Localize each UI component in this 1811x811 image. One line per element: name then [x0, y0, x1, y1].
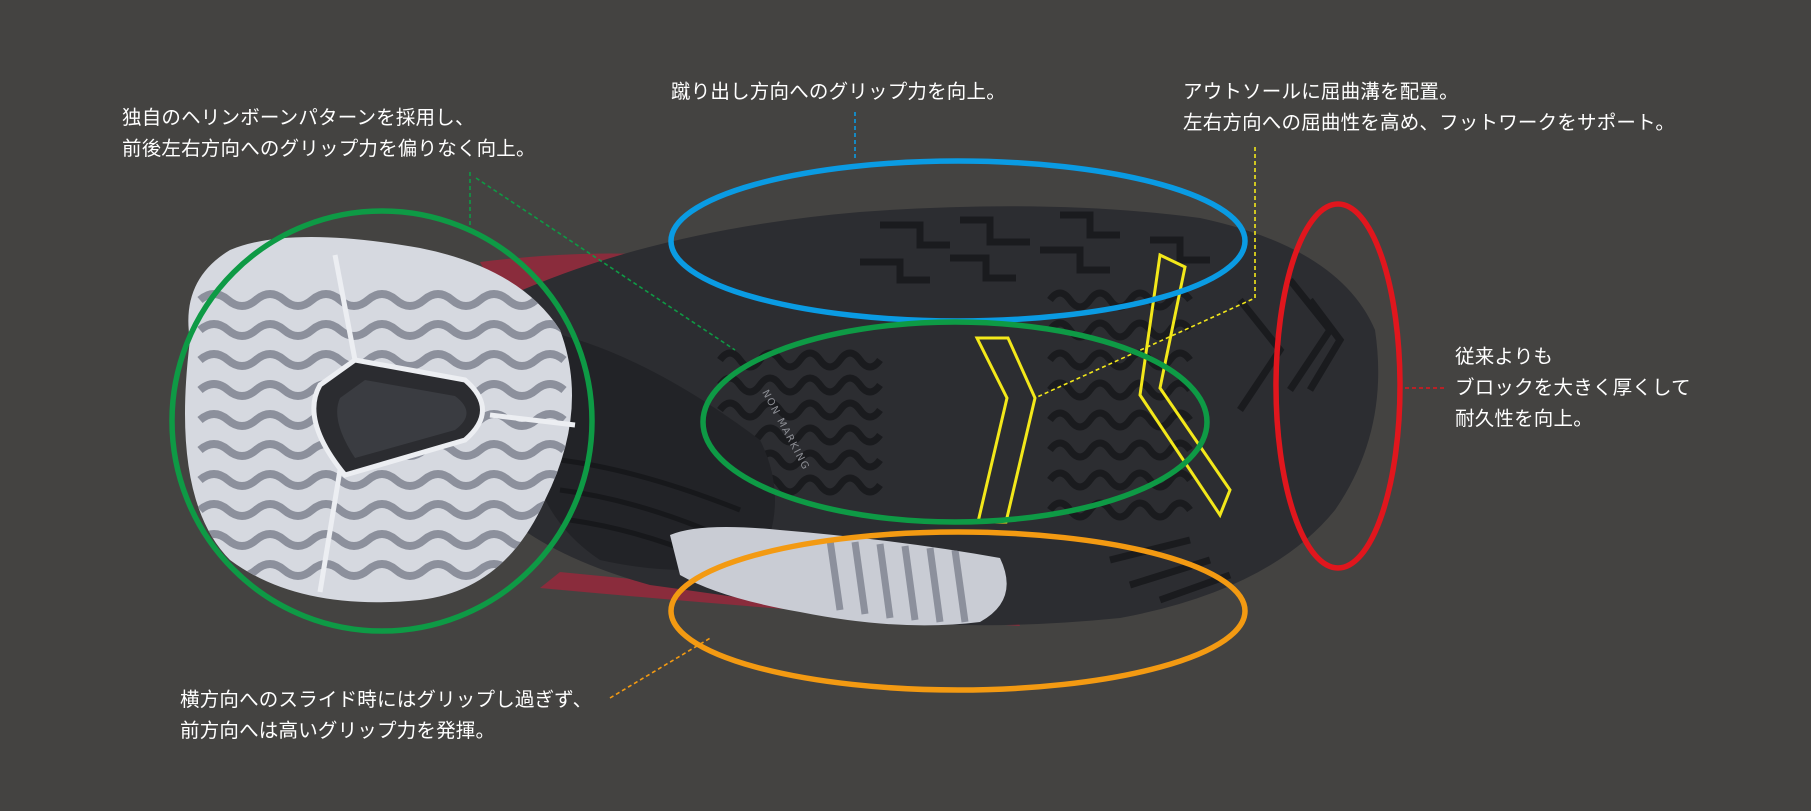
orange-ellipse — [668, 529, 1248, 693]
caption-line: 横方向へのスライド時にはグリップし過ぎず、 — [180, 688, 593, 711]
heel-center-pod-inner — [337, 380, 467, 458]
caption-line: ブロックを大きく厚くして — [1455, 376, 1691, 399]
leader-line-flex — [1034, 147, 1256, 399]
caption-line: 従来よりも — [1455, 345, 1554, 368]
leader-lines — [469, 112, 1445, 699]
leader-line-slide — [609, 636, 713, 699]
caption-slide: 横方向へのスライド時にはグリップし過ぎず、 前方向へは高いグリップ力を発揮。 — [180, 684, 592, 746]
caption-line: アウトソールに屈曲溝を配置。 — [1183, 80, 1459, 103]
caption-line: 独自のヘリンボーンパターンを採用し、 — [122, 106, 475, 129]
medial-pad-tread — [826, 539, 969, 623]
caption-line: 前後左右方向へのグリップ力を偏りなく向上。 — [122, 137, 536, 160]
caption-line: 蹴り出し方向へのグリップ力を向上。 — [671, 80, 1006, 103]
caption-line: 左右方向への屈曲性を高め、フットワークをサポート。 — [1183, 111, 1676, 134]
green-ellipse — [169, 208, 595, 634]
caption-herringbone: 独自のヘリンボーンパターンを採用し、 前後左右方向へのグリップ力を偏りなく向上。 — [122, 102, 536, 164]
heel-dividers — [317, 254, 576, 593]
caption-durability: 従来よりも ブロックを大きく厚くして 耐久性を向上。 — [1455, 341, 1691, 434]
red-ellipse — [1273, 201, 1403, 571]
leader-line-herringbone — [469, 172, 736, 351]
green-ellipse — [700, 319, 1210, 525]
flex-groove-outline — [1138, 252, 1232, 519]
caption-line: 耐久性を向上。 — [1455, 407, 1593, 430]
heel-tread — [197, 290, 567, 580]
caption-line: 前方向へは高いグリップ力を発揮。 — [180, 719, 496, 742]
caption-flex-groove: アウトソールに屈曲溝を配置。 左右方向への屈曲性を高め、フットワークをサポート。 — [1183, 76, 1675, 138]
caption-kickoff: 蹴り出し方向へのグリップ力を向上。 — [671, 76, 1006, 107]
